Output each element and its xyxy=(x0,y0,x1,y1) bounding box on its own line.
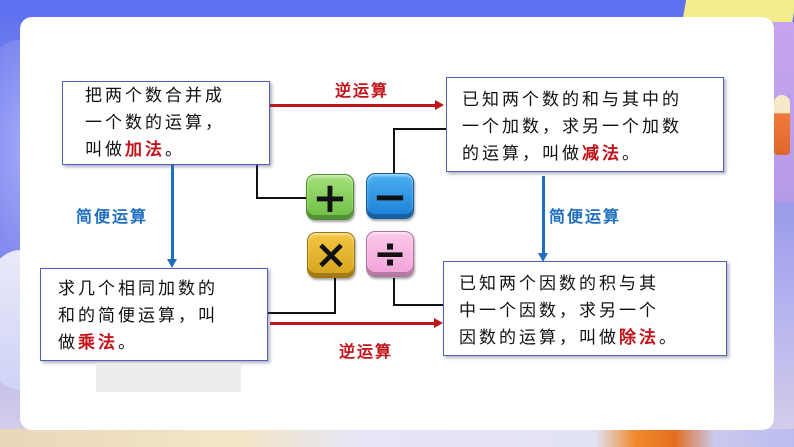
box-line: 把两个数合并成 xyxy=(85,86,225,106)
box-text: 因数的运算，叫做 xyxy=(459,328,619,348)
connector-times xyxy=(268,312,336,314)
background-decoration xyxy=(774,95,790,155)
connector-plus xyxy=(256,197,307,199)
divide-icon: ÷ xyxy=(366,231,414,277)
connector-plus xyxy=(256,165,258,198)
box-line: 已知两个因数的积与其 xyxy=(459,274,659,294)
box-line: 叫做加法。 xyxy=(85,137,259,164)
multiplication-definition-box: 求几个相同加数的 和的简便运算，叫 做乘法。 xyxy=(40,268,268,361)
box-line: 做乘法。 xyxy=(58,330,257,357)
box-line: 和的简便运算，叫 xyxy=(58,306,218,326)
box-line: 一个加数，求另一个加数 xyxy=(462,117,682,137)
times-icon: × xyxy=(307,232,355,278)
term-addition: 加法 xyxy=(125,140,165,160)
connector-minus xyxy=(393,128,395,174)
term-division: 除法 xyxy=(619,328,659,348)
box-text: 。 xyxy=(118,333,138,353)
inverse-label-top: 逆运算 xyxy=(335,81,390,100)
division-definition-box: 已知两个因数的积与其 中一个因数，求另一个 因数的运算，叫做除法。 xyxy=(443,261,727,356)
connector-divide xyxy=(393,304,444,306)
box-line: 一个数的运算， xyxy=(85,113,225,133)
term-multiplication: 乘法 xyxy=(78,333,118,353)
minus-icon: − xyxy=(366,172,414,221)
connector-divide xyxy=(393,278,395,305)
placeholder-rectangle xyxy=(96,363,241,392)
box-line: 已知两个数的和与其中的 xyxy=(462,90,682,110)
box-line: 中一个因数，求另一个 xyxy=(459,301,659,321)
shortcut-arrow-left xyxy=(171,165,174,261)
shortcut-label-right: 简便运算 xyxy=(549,207,622,226)
box-text: 做 xyxy=(58,333,78,353)
box-text: 的运算，叫做 xyxy=(462,144,582,164)
inverse-arrow-top xyxy=(270,104,436,107)
arrow-head-icon xyxy=(538,253,548,262)
connector-times xyxy=(334,278,336,313)
shortcut-label-left: 简便运算 xyxy=(76,207,149,226)
inverse-label-bottom: 逆运算 xyxy=(339,342,394,361)
box-line: 的运算，叫做减法。 xyxy=(462,141,713,168)
inverse-arrow-bottom xyxy=(270,322,435,325)
arrow-head-icon xyxy=(435,100,444,110)
plus-icon: + xyxy=(306,173,354,222)
arrow-head-icon xyxy=(167,259,177,268)
background-decoration xyxy=(0,429,794,447)
connector-minus xyxy=(393,128,447,130)
term-subtraction: 减法 xyxy=(582,144,622,164)
shortcut-arrow-right xyxy=(542,176,545,255)
box-text: 。 xyxy=(165,140,185,160)
box-text: 。 xyxy=(622,144,642,164)
box-text: 。 xyxy=(659,328,679,348)
box-line: 因数的运算，叫做除法。 xyxy=(459,325,716,352)
arrow-head-icon xyxy=(434,318,443,328)
addition-definition-box: 把两个数合并成 一个数的运算， 叫做加法。 xyxy=(62,81,270,165)
box-line: 求几个相同加数的 xyxy=(58,279,218,299)
box-text: 叫做 xyxy=(85,140,125,160)
subtraction-definition-box: 已知两个数的和与其中的 一个加数，求另一个加数 的运算，叫做减法。 xyxy=(446,77,724,172)
